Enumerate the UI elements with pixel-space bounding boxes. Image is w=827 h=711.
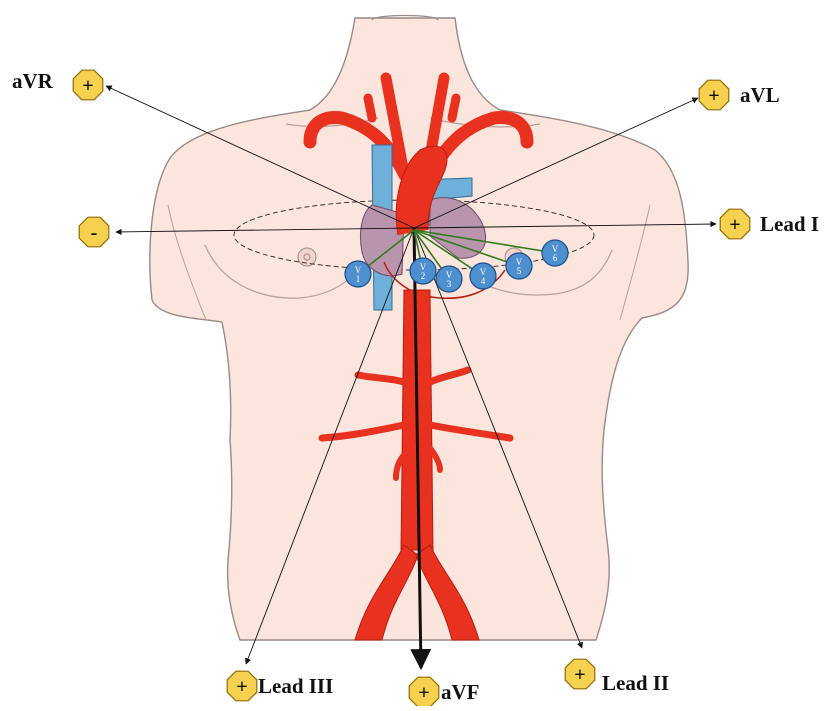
electrode-number-V6: 6 [553, 253, 558, 263]
lead-label-aVL: aVL [740, 83, 780, 107]
lead-badge-aVR: + [73, 70, 103, 100]
electrode-V4: V4 [470, 263, 496, 289]
lead-label-lead3: Lead III [258, 674, 333, 698]
badge-symbol-aVL: + [708, 85, 719, 107]
badge-symbol-lead3: + [236, 676, 247, 698]
electrode-V1: V1 [345, 261, 371, 287]
lead-label-aVR: aVR [12, 69, 54, 93]
carotid-left-stub [452, 98, 456, 118]
nipple-right [298, 248, 316, 266]
electrode-number-V5: 5 [517, 266, 522, 276]
badge-symbol-lead2: + [574, 664, 585, 686]
electrode-number-V3: 3 [447, 279, 452, 289]
lead-badge-aVL: + [699, 80, 729, 110]
electrode-number-V1: 1 [356, 274, 361, 284]
badge-symbol-aVR: + [82, 75, 93, 97]
carotid-right-stub [368, 98, 372, 118]
badge-symbol-lead1neg: - [91, 222, 98, 244]
lead-badge-aVF: + [409, 677, 439, 706]
lead-badge-lead2: + [565, 659, 595, 689]
lead-label-lead1: Lead I [760, 212, 819, 236]
electrode-V6: V6 [542, 240, 568, 266]
badge-symbol-aVF: + [418, 682, 429, 704]
lead-badge-lead1neg: - [79, 217, 109, 247]
electrode-V3: V3 [436, 266, 462, 292]
electrode-V2: V2 [410, 258, 436, 284]
electrode-number-V4: 4 [481, 276, 486, 286]
lead-badge-lead3: + [227, 671, 257, 701]
lead-label-lead2: Lead II [602, 671, 669, 695]
lead-badge-lead1: + [720, 209, 750, 239]
lead-label-aVF: aVF [441, 680, 480, 704]
badge-symbol-lead1: + [729, 214, 740, 236]
electrode-V5: V5 [506, 253, 532, 279]
electrode-number-V2: 2 [421, 271, 426, 281]
